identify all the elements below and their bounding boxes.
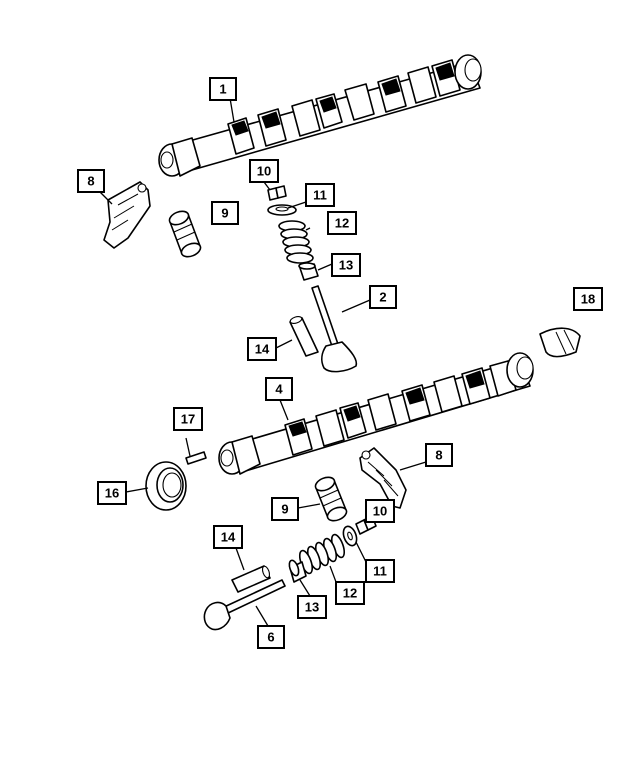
svg-text:14: 14 bbox=[255, 342, 270, 357]
valve-lower bbox=[203, 579, 286, 631]
callout-16: 16 bbox=[97, 481, 127, 505]
valve-spring-lower bbox=[298, 533, 346, 575]
svg-text:10: 10 bbox=[257, 164, 271, 179]
svg-text:18: 18 bbox=[581, 292, 595, 307]
callout-8-upper: 8 bbox=[77, 169, 105, 193]
svg-text:4: 4 bbox=[275, 382, 283, 397]
dowel-pin bbox=[185, 451, 207, 465]
callout-9-upper: 9 bbox=[211, 201, 239, 225]
rocker-arm-lower bbox=[359, 447, 407, 509]
valve-guide-upper bbox=[289, 316, 319, 357]
rocker-arm-upper bbox=[103, 181, 151, 249]
callout-10-lower: 10 bbox=[365, 499, 395, 523]
svg-text:16: 16 bbox=[105, 486, 119, 501]
svg-text:9: 9 bbox=[221, 206, 228, 221]
svg-text:10: 10 bbox=[373, 504, 387, 519]
svg-text:8: 8 bbox=[435, 448, 442, 463]
callout-1: 1 bbox=[209, 77, 237, 101]
cam-bearing-cap bbox=[539, 327, 581, 358]
svg-text:12: 12 bbox=[343, 586, 357, 601]
svg-text:13: 13 bbox=[339, 258, 353, 273]
callout-17: 17 bbox=[173, 407, 203, 431]
svg-text:1: 1 bbox=[219, 82, 226, 97]
camshaft-lower bbox=[218, 352, 534, 475]
svg-text:11: 11 bbox=[313, 188, 327, 203]
lash-adjuster-lower bbox=[314, 476, 348, 522]
callout-6: 6 bbox=[257, 625, 285, 649]
valve-seal-upper bbox=[298, 262, 319, 281]
camshaft-upper bbox=[158, 54, 482, 177]
svg-text:17: 17 bbox=[181, 412, 195, 427]
callout-12-upper: 12 bbox=[327, 211, 357, 235]
svg-text:9: 9 bbox=[281, 502, 288, 517]
callout-9-lower: 9 bbox=[271, 497, 299, 521]
callout-18: 18 bbox=[573, 287, 603, 311]
svg-text:11: 11 bbox=[373, 564, 387, 579]
callout-13-lower: 13 bbox=[297, 595, 327, 619]
svg-text:14: 14 bbox=[221, 530, 236, 545]
lash-adjuster-upper bbox=[168, 210, 202, 258]
callout-4: 4 bbox=[265, 377, 293, 401]
callout-11-upper: 11 bbox=[305, 183, 335, 207]
callout-10-upper: 10 bbox=[249, 159, 279, 183]
svg-text:2: 2 bbox=[379, 290, 386, 305]
callout-8-lower: 8 bbox=[425, 443, 453, 467]
valve-guide-lower bbox=[231, 565, 271, 593]
leader-lines bbox=[99, 97, 427, 627]
callout-14-lower: 14 bbox=[213, 525, 243, 549]
valve-upper bbox=[311, 285, 358, 373]
callout-12-lower: 12 bbox=[335, 581, 365, 605]
spring-retainer-lower bbox=[342, 525, 358, 547]
svg-text:12: 12 bbox=[335, 216, 349, 231]
svg-text:8: 8 bbox=[87, 174, 94, 189]
callout-2: 2 bbox=[369, 285, 397, 309]
svg-text:13: 13 bbox=[305, 600, 319, 615]
callout-11-lower: 11 bbox=[365, 559, 395, 583]
callout-14-upper: 14 bbox=[247, 337, 277, 361]
valve-keepers-upper bbox=[267, 185, 287, 201]
camshaft-oil-seal bbox=[145, 461, 187, 511]
callout-13-upper: 13 bbox=[331, 253, 361, 277]
valve-spring-upper bbox=[278, 220, 314, 264]
valve-seal-lower bbox=[288, 559, 307, 583]
svg-text:6: 6 bbox=[267, 630, 274, 645]
